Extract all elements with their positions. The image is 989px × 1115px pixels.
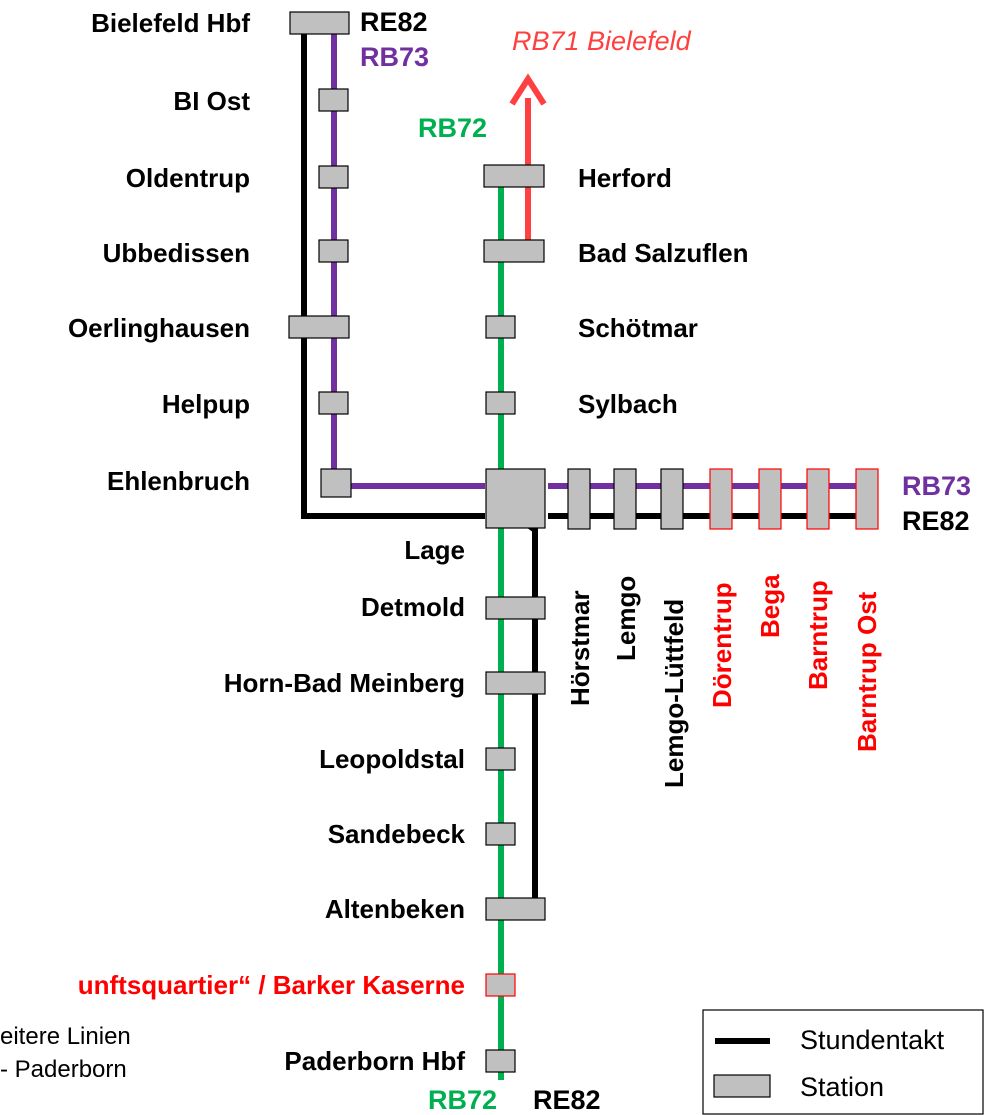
line-label-rb72-bottom: RB72 [428, 1085, 497, 1115]
station-barntrup-ost [855, 468, 879, 530]
label-doerentrup: Dörentrup [707, 582, 737, 708]
station-bad-salzuflen [483, 239, 545, 263]
label-helpup: Helpup [162, 389, 250, 419]
label-kaserne: unftsquartier“ / Barker Kaserne [78, 970, 465, 1000]
re82-line-west [301, 22, 485, 519]
station-horn-bad-meinberg [485, 671, 546, 695]
station-schoetmar [485, 315, 516, 339]
label-sylbach: Sylbach [578, 389, 678, 419]
station-lage [485, 468, 546, 529]
legend: Stundentakt Station [702, 1009, 984, 1115]
station-bielefeld-hbf [289, 11, 350, 35]
station-helpup [318, 391, 349, 415]
note-line-1: eitere Linien [0, 1023, 131, 1050]
legend-station-label: Station [800, 1072, 884, 1102]
line-label-rb73-top: RB73 [360, 42, 429, 72]
station-altenbeken [485, 897, 546, 921]
legend-station-swatch [713, 1074, 771, 1098]
label-lemgo-luettfeld: Lemgo-Lüttfeld [659, 599, 689, 788]
label-herford: Herford [578, 163, 672, 193]
label-horn-bad-meinberg: Horn-Bad Meinberg [224, 668, 465, 698]
station-herford [483, 164, 545, 188]
line-label-re82-bottom: RE82 [533, 1085, 601, 1115]
label-oldentrup: Oldentrup [126, 163, 250, 193]
line-label-re82-top: RE82 [360, 7, 428, 37]
station-paderborn-hbf [485, 1049, 516, 1073]
label-bega: Bega [755, 574, 785, 638]
label-bielefeld-hbf: Bielefeld Hbf [91, 8, 250, 38]
legend-stundentakt-label: Stundentakt [800, 1025, 945, 1055]
label-barntrup-ost: Barntrup Ost [852, 591, 882, 752]
station-barntrup [806, 468, 830, 530]
station-detmold [485, 596, 546, 620]
station-ehlenbruch [320, 468, 352, 498]
station-sylbach [485, 391, 516, 415]
station-bi-ost [318, 88, 349, 112]
re82-line-south [514, 513, 538, 908]
rb71-arrow-head [509, 73, 547, 106]
station-hoerstmar [567, 468, 591, 530]
label-bad-salzuflen: Bad Salzuflen [578, 238, 748, 268]
rb73-line-west [331, 22, 485, 489]
label-oerlinghausen: Oerlinghausen [68, 313, 250, 343]
station-kaserne [485, 973, 516, 997]
label-schoetmar: Schötmar [578, 313, 698, 343]
station-sandebeck [485, 822, 516, 846]
label-ehlenbruch: Ehlenbruch [107, 466, 250, 496]
label-lemgo: Lemgo [611, 576, 641, 661]
station-lemgo [613, 468, 637, 530]
station-doerentrup [709, 468, 733, 530]
label-bi-ost: BI Ost [173, 86, 250, 116]
station-oerlinghausen [288, 315, 350, 339]
label-paderborn-hbf: Paderborn Hbf [284, 1046, 465, 1076]
line-label-rb73-right: RB73 [902, 471, 971, 501]
label-lage: Lage [404, 535, 465, 565]
line-label-re82-right: RE82 [902, 506, 970, 536]
label-sandebeck: Sandebeck [328, 819, 466, 849]
station-bega [758, 468, 782, 530]
station-lemgo-luettfeld [660, 468, 684, 530]
station-oldentrup [318, 165, 349, 189]
label-detmold: Detmold [361, 592, 465, 622]
station-ubbedissen [318, 239, 349, 263]
station-leopoldstal [485, 747, 516, 771]
label-leopoldstal: Leopoldstal [319, 744, 465, 774]
line-label-rb72-top: RB72 [418, 113, 487, 143]
label-altenbeken: Altenbeken [325, 894, 465, 924]
label-ubbedissen: Ubbedissen [103, 238, 250, 268]
line-label-rb71: RB71 Bielefeld [512, 26, 692, 56]
label-barntrup: Barntrup [803, 580, 833, 690]
note-line-2: - Paderborn [0, 1056, 127, 1083]
label-hoerstmar: Hörstmar [565, 590, 595, 706]
